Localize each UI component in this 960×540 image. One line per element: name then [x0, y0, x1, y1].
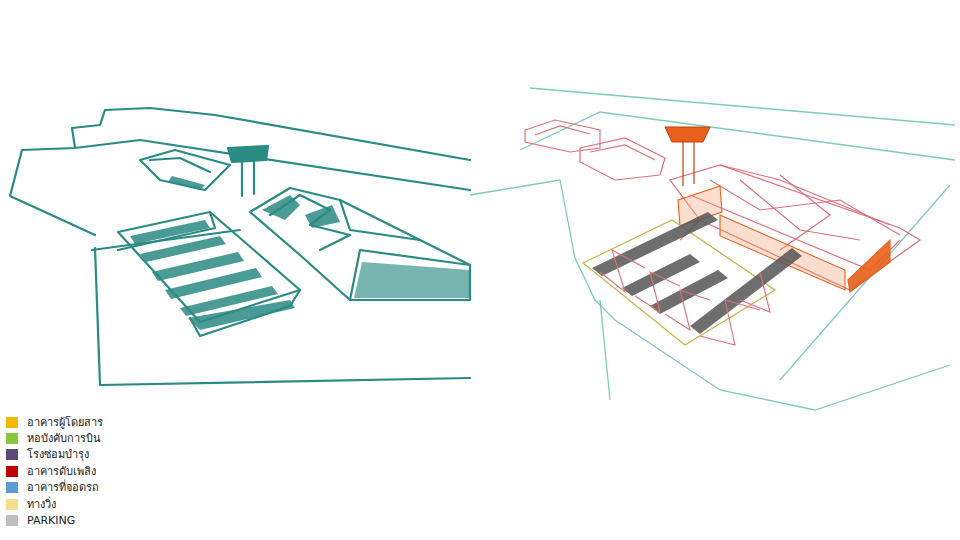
- legend-row: หอบังคับการบิน: [6, 430, 103, 446]
- legend-swatch: [6, 449, 18, 460]
- legend-row: อาคารผู้โดยสาร: [6, 414, 103, 430]
- parking-wireframe: [583, 212, 802, 345]
- teal-sketch: [10, 108, 470, 385]
- teal-shading: [130, 176, 470, 330]
- legend-swatch: [6, 417, 18, 428]
- legend-text: อาคารผู้โดยสาร: [27, 416, 103, 429]
- legend-text: ทางวิ่ง: [27, 498, 56, 511]
- site-outline: [470, 88, 955, 410]
- legend-swatch: [6, 433, 18, 444]
- legend-text: โรงซ่อมบำรุง: [27, 448, 89, 461]
- legend-swatch: [6, 482, 18, 493]
- legend-text: หอบังคับการบิน: [27, 432, 101, 445]
- legend-row: อาคารดับเพลิง: [6, 463, 103, 479]
- legend: อาคารผู้โดยสารหอบังคับการบินโรงซ่อมบำรุง…: [6, 414, 103, 529]
- legend-row: อาคารที่จอดรถ: [6, 480, 103, 496]
- legend-swatch: [6, 499, 18, 510]
- legend-text: อาคารดับเพลิง: [27, 465, 96, 478]
- legend-swatch: [6, 466, 18, 477]
- legend-row: ทางวิ่ง: [6, 496, 103, 512]
- legend-swatch: [6, 515, 18, 526]
- tower-wireframe: [665, 127, 710, 186]
- legend-text: PARKING: [27, 514, 75, 527]
- legend-row: โรงซ่อมบำรุง: [6, 447, 103, 463]
- legend-text: อาคารที่จอดรถ: [27, 481, 99, 494]
- legend-row: PARKING: [6, 512, 103, 528]
